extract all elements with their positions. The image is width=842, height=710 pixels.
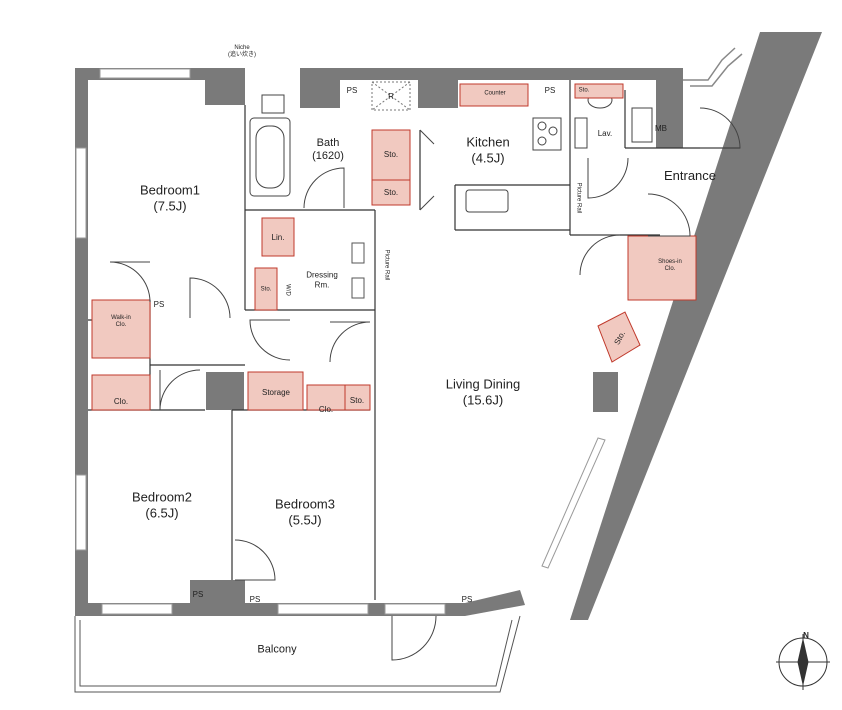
wd-label: W/D [284,284,291,296]
bath-size: (1620) [312,150,344,162]
door-swings [109,107,741,661]
ps-label-top-left: PS [346,86,358,96]
ps-label-bottom1: PS [192,590,204,600]
storage-boxes [91,83,697,411]
bath-name: Bath [316,136,340,149]
ps-label-bottom3: PS [461,595,473,605]
mb-label: MB [655,124,667,134]
kitchen-sink [465,189,509,213]
ps-label-walkin: PS [153,300,165,310]
fridge-space [371,81,411,111]
bedroom1-label: Bedroom1 (7.5J) [140,182,200,213]
windows [75,68,606,615]
counter-label: Counter [484,90,506,97]
bedroom3-size: (5.5J) [288,512,322,527]
compass-north-label: N [803,631,809,641]
shoes-line1: Shoes-in [658,258,682,265]
ps-label-top-right: PS [544,86,556,96]
niche-note: Niche (追い炊き) [228,45,256,58]
niche-line2: (追い炊き) [228,51,256,58]
lin-label: Lin. [271,233,285,243]
sto-label-dressing: Sto. [260,286,272,293]
balcony-outline [74,615,521,693]
ps-label-bottom2: PS [249,595,261,605]
walkin-line2: Clo. [115,322,127,328]
sto-label-bedroom3: Sto. [349,396,365,406]
kitchen-size: (4.5J) [471,150,505,165]
sto-label-upper: Sto. [383,150,399,160]
storage-label: Storage [261,388,291,398]
living-name: Living Dining [445,376,521,392]
dressing-name2: Rm. [314,280,330,289]
bedroom2-name: Bedroom2 [132,489,192,505]
walkin-clo-label: Walk-in Clo. [111,315,131,329]
dressing-label: Dressing Rm. [306,270,338,289]
bedroom2-size: (6.5J) [145,505,179,520]
picture-rail-label-entrance: Picture Rail [575,182,582,214]
entrance-label: Entrance [663,168,717,184]
niche-line1: Niche [234,45,250,51]
clo-label-bedroom3: Clo. [318,405,334,415]
dressing-name: Dressing [306,270,338,280]
balcony-label: Balcony [257,643,297,656]
bedroom1-size: (7.5J) [153,198,187,213]
picture-rail-label-dressing: Picture Rail [383,249,390,281]
sto-label-lav: Sto. [578,87,590,94]
dressing-shelves [351,242,365,299]
apartment-floor [88,80,760,610]
sto-label-lower: Sto. [383,188,399,198]
shoes-clo-label: Shoes-in Clo. [658,259,682,273]
bedroom3-label: Bedroom3 (5.5J) [275,496,335,527]
lav-label: Lav. [597,129,613,139]
clo-label-bedroom2: Clo. [113,397,129,407]
kitchen-label: Kitchen (4.5J) [466,134,509,165]
north-compass [776,634,830,690]
r-label: R [388,92,394,102]
bedroom3-name: Bedroom3 [275,496,335,512]
porch-wall [683,47,743,87]
shoes-line2: Clo. [664,266,676,272]
kitchen-name: Kitchen [466,134,510,150]
walkin-line1: Walk-in [111,314,131,321]
bath-label: Bath (1620) [312,137,344,163]
stove [532,117,562,151]
living-size: (15.6J) [462,392,504,407]
bedroom2-label: Bedroom2 (6.5J) [132,489,192,520]
bathtub [249,94,291,197]
bedroom1-name: Bedroom1 [140,182,200,198]
living-label: Living Dining (15.6J) [446,376,520,407]
